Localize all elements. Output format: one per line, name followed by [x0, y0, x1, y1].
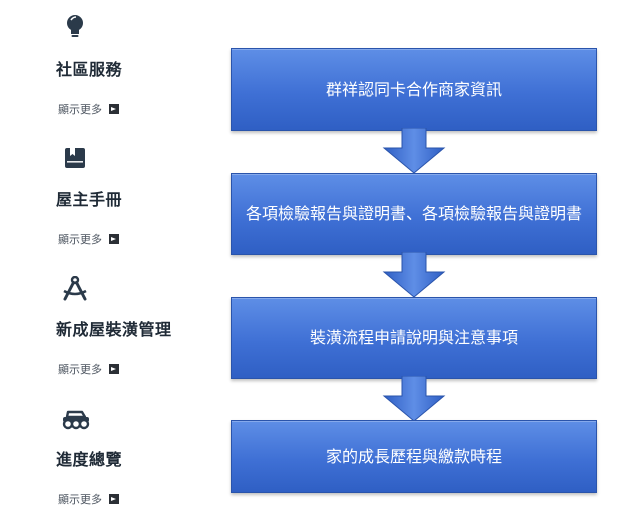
sidebar-section-owner-manual: 屋主手冊 顯示更多	[56, 130, 236, 260]
flow-step-inspection-reports[interactable]: 各項檢驗報告與證明書、各項檢驗報告與證明書	[231, 173, 597, 255]
show-more-label: 顯示更多	[58, 493, 102, 506]
drafting-compass-icon	[60, 276, 90, 304]
flow-step-label: 家的成長歷程與繳款時程	[325, 446, 502, 466]
arrow-right-icon	[109, 104, 119, 114]
show-more-label: 顯示更多	[58, 103, 102, 116]
flow-step-partner-merchants[interactable]: 群祥認同卡合作商家資訊	[231, 48, 597, 131]
flow-step-label: 裝潢流程申請說明與注意事項	[309, 328, 518, 347]
sidebar-section-progress-overview: 進度總覽 顯示更多	[56, 390, 236, 525]
arrow-right-icon	[109, 234, 119, 244]
arrow-right-icon	[109, 494, 119, 504]
show-more-link[interactable]: 顯示更多	[58, 491, 119, 507]
sidebar-section-title: 進度總覽	[56, 450, 123, 469]
show-more-link[interactable]: 顯示更多	[58, 231, 119, 247]
show-more-label: 顯示更多	[58, 233, 102, 246]
flow-arrow-down-icon	[382, 128, 446, 174]
lightbulb-icon	[64, 14, 94, 42]
show-more-label: 顯示更多	[58, 363, 102, 376]
book-icon	[63, 146, 93, 174]
vehicle-icon	[60, 408, 90, 436]
sidebar-section-title: 屋主手冊	[56, 190, 123, 209]
sidebar-section-community-service: 社區服務 顯示更多	[56, 0, 236, 130]
flow-arrow-down-icon	[382, 252, 446, 298]
arrow-right-icon	[109, 364, 119, 374]
flow-step-label: 群祥認同卡合作商家資訊	[325, 79, 502, 99]
flow-step-label: 各項檢驗報告與證明書、各項檢驗報告與證明書	[245, 204, 582, 223]
flow-step-payment-schedule[interactable]: 家的成長歷程與繳款時程	[231, 420, 597, 493]
sidebar-section-title: 新成屋裝潢管理	[56, 320, 172, 339]
show-more-link[interactable]: 顯示更多	[58, 361, 119, 377]
flow-arrow-down-icon	[382, 376, 446, 422]
show-more-link[interactable]: 顯示更多	[58, 101, 119, 117]
flow-step-renovation-process[interactable]: 裝潢流程申請說明與注意事項	[231, 297, 597, 379]
sidebar-section-title: 社區服務	[56, 60, 123, 79]
sidebar-section-renovation-management: 新成屋裝潢管理 顯示更多	[56, 260, 236, 390]
